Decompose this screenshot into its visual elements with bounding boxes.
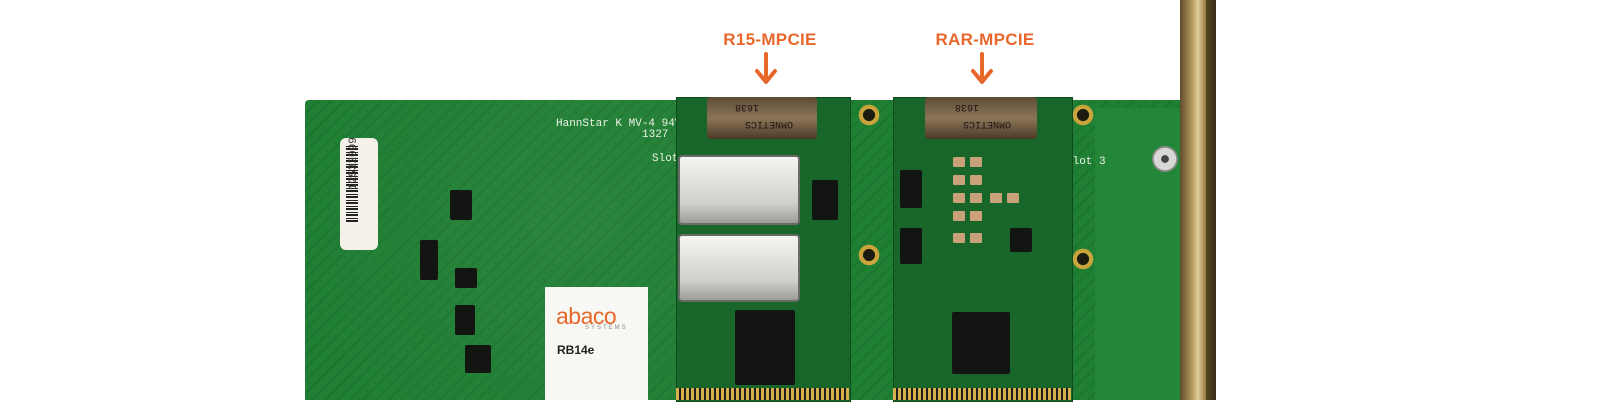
chip bbox=[900, 170, 922, 208]
callout-r15-mpcie: R15-MPCIE bbox=[723, 30, 817, 49]
mounting-hole bbox=[857, 243, 881, 267]
mounting-hole bbox=[1071, 247, 1095, 271]
bracket-edge bbox=[1206, 0, 1216, 400]
capacitor bbox=[953, 175, 965, 185]
rf-shield-can bbox=[678, 234, 800, 302]
capacitor bbox=[970, 157, 982, 167]
module-edge-contacts bbox=[893, 388, 1071, 400]
capacitor bbox=[953, 233, 965, 243]
barcode-number: 12532099 bbox=[348, 137, 360, 190]
barcode-icon bbox=[346, 144, 358, 222]
capacitor bbox=[953, 193, 965, 203]
manufacturer-label bbox=[545, 287, 648, 400]
arrow-down-icon bbox=[755, 52, 777, 84]
model-label: RB14e bbox=[557, 343, 595, 357]
capacitor bbox=[1007, 193, 1019, 203]
silkscreen-date-code: 1327 bbox=[642, 129, 669, 141]
silkscreen-vendor: HannStar K MV-4 94V-0 bbox=[556, 118, 695, 130]
silkscreen-slot-left: Slot bbox=[652, 153, 679, 165]
capacitor bbox=[970, 233, 982, 243]
connector-code-right: 1638 bbox=[955, 101, 980, 112]
connector-code-left: 1638 bbox=[735, 101, 760, 112]
chip bbox=[465, 345, 491, 373]
chip bbox=[1010, 228, 1032, 252]
capacitor bbox=[953, 157, 965, 167]
capacitor bbox=[970, 175, 982, 185]
chip bbox=[455, 305, 475, 335]
omnetics-connector-right bbox=[925, 97, 1037, 139]
chip bbox=[952, 312, 1010, 374]
chip bbox=[455, 268, 477, 288]
silkscreen-slot-right: Slot 3 bbox=[1066, 156, 1106, 168]
capacitor bbox=[953, 211, 965, 221]
connector-brand-left: OMNETICS bbox=[745, 118, 794, 129]
chip bbox=[900, 228, 922, 264]
abaco-logo: abaco bbox=[556, 303, 617, 329]
chip bbox=[735, 310, 795, 385]
chip bbox=[450, 190, 472, 220]
omnetics-connector-left bbox=[707, 97, 817, 139]
arrow-down-icon bbox=[971, 52, 993, 84]
capacitor bbox=[970, 211, 982, 221]
rf-shield-can bbox=[678, 155, 800, 225]
abaco-logo-subtext: SYSTEMS bbox=[585, 325, 628, 331]
connector-brand-right: OMNETICS bbox=[963, 118, 1012, 129]
capacitor bbox=[990, 193, 1002, 203]
chip bbox=[420, 240, 438, 280]
mounting-hole bbox=[857, 103, 881, 127]
mounting-hole bbox=[1071, 103, 1095, 127]
screw-icon bbox=[1152, 146, 1178, 172]
module-edge-contacts bbox=[676, 388, 849, 400]
chip bbox=[812, 180, 838, 220]
callout-rar-mpcie: RAR-MPCIE bbox=[935, 30, 1035, 49]
capacitor bbox=[970, 193, 982, 203]
